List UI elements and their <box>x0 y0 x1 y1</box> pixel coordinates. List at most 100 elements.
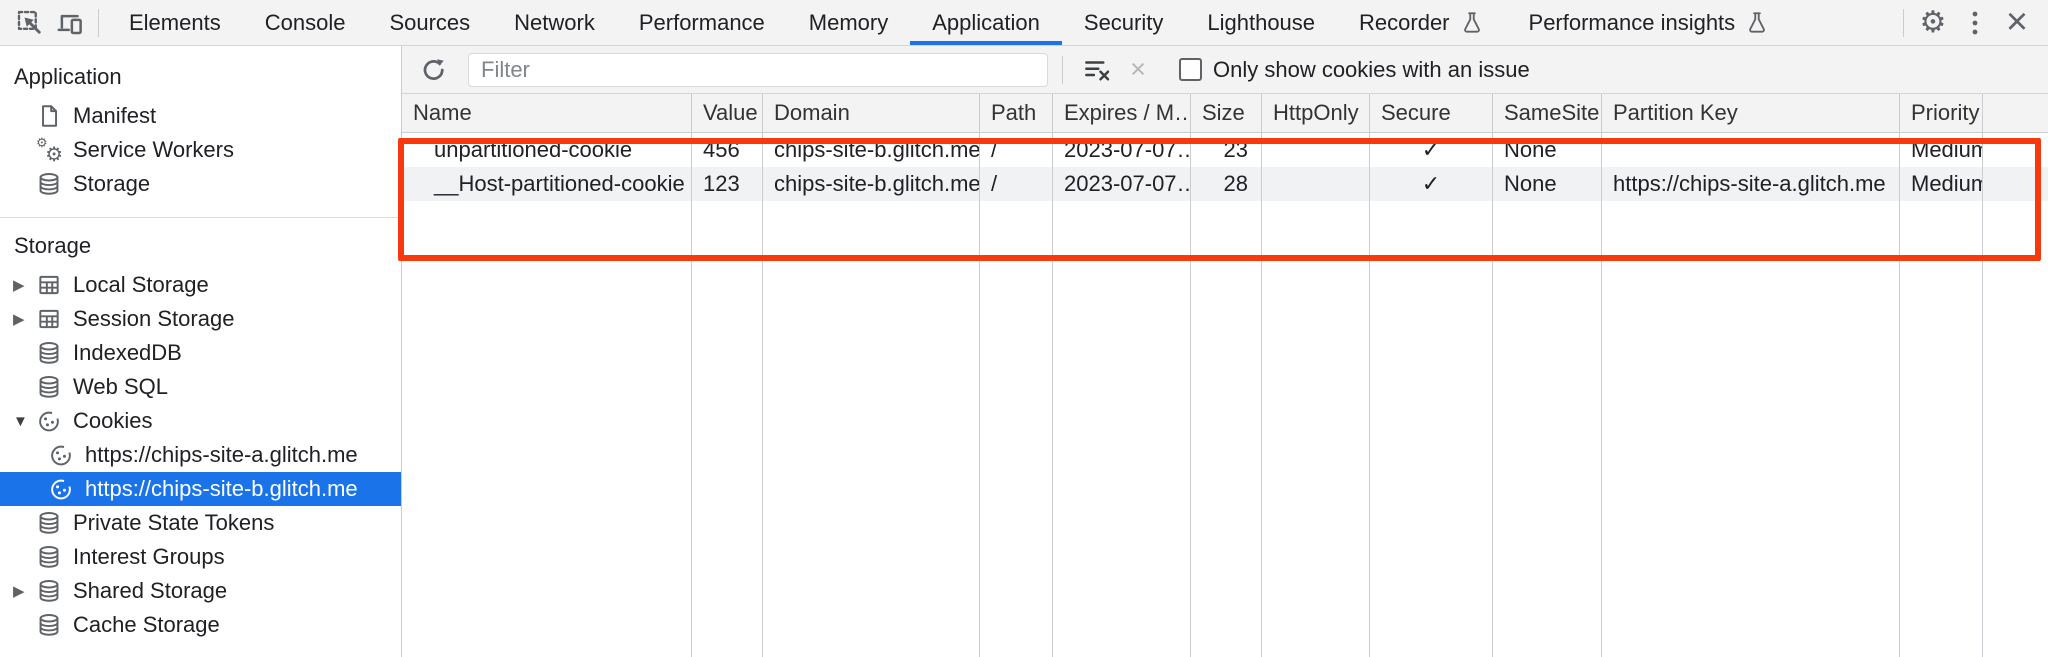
tab-label: Security <box>1083 9 1164 35</box>
sidebar-item-manifest[interactable]: Manifest <box>0 99 401 133</box>
column-header-expires[interactable]: Expires / M… <box>1053 94 1191 132</box>
sidebar-item-interest-groups[interactable]: Interest Groups <box>0 540 401 574</box>
cell-partition-key[interactable] <box>1602 133 1900 167</box>
column-header-httponly[interactable]: HttpOnly <box>1262 94 1370 132</box>
sidebar-item-session-storage[interactable]: ▶ Session Storage <box>0 302 401 336</box>
cookies-table: Name Value Domain Path Expires / M… Size… <box>398 94 2048 657</box>
tab-performance-insights[interactable]: Performance insights <box>1507 0 1793 45</box>
cell-name[interactable]: unpartitioned-cookie <box>402 133 692 167</box>
cell-partition-key[interactable]: https://chips-site-a.glitch.me <box>1602 167 1900 201</box>
cell-samesite[interactable]: None <box>1493 167 1602 201</box>
column-header-priority[interactable]: Priority <box>1900 94 1983 132</box>
tab-security[interactable]: Security <box>1062 0 1185 45</box>
tab-network[interactable]: Network <box>492 0 617 45</box>
cell-secure[interactable]: ✓ <box>1370 133 1493 167</box>
more-options-button[interactable] <box>1954 2 1996 44</box>
cell-name[interactable]: __Host-partitioned-cookie <box>402 167 692 201</box>
sidebar-item-local-storage[interactable]: ▶ Local Storage <box>0 268 401 302</box>
toggle-device-toolbar-button[interactable] <box>50 3 90 43</box>
tab-application[interactable]: Application <box>910 0 1062 45</box>
sidebar-section-divider <box>0 217 401 218</box>
sidebar-section-storage: Storage <box>0 227 401 265</box>
tab-elements[interactable]: Elements <box>107 0 243 45</box>
chevron-right-icon[interactable]: ▶ <box>13 583 25 600</box>
sidebar-item-label: https://chips-site-b.glitch.me <box>85 476 358 501</box>
column-header-size[interactable]: Size <box>1191 94 1262 132</box>
cell-domain[interactable]: chips-site-b.glitch.me <box>763 167 980 201</box>
chevron-down-icon[interactable]: ▼ <box>13 412 28 430</box>
table-icon <box>36 306 62 332</box>
column-header-name[interactable]: Name <box>402 94 692 132</box>
tab-label: Elements <box>129 9 221 35</box>
cell-expires[interactable]: 2023-07-07… <box>1053 167 1191 201</box>
cell-value[interactable]: 456 <box>692 133 763 167</box>
cell-expires[interactable]: 2023-07-07… <box>1053 133 1191 167</box>
cell-value[interactable]: 123 <box>692 167 763 201</box>
cell-domain[interactable]: chips-site-b.glitch.me <box>763 133 980 167</box>
sidebar-item-storage[interactable]: Storage <box>0 167 401 201</box>
sidebar-item-cookies-chips-site-b[interactable]: https://chips-site-b.glitch.me <box>0 472 401 506</box>
clear-filter-button[interactable] <box>1077 50 1117 90</box>
sidebar-item-service-workers[interactable]: ⚙⚙ Service Workers <box>0 133 401 167</box>
tab-memory[interactable]: Memory <box>787 0 910 45</box>
cookie-row-unpartitioned[interactable]: unpartitioned-cookie 456 chips-site-b.gl… <box>402 133 2048 167</box>
section-title: Storage <box>14 233 92 258</box>
column-header-path[interactable]: Path <box>980 94 1053 132</box>
tab-label: Console <box>264 9 346 35</box>
tab-recorder[interactable]: Recorder <box>1337 0 1506 45</box>
column-header-secure[interactable]: Secure <box>1370 94 1493 132</box>
tabbar-right-controls: ⚙ × <box>1895 1 2048 44</box>
tab-label: Network <box>514 9 595 35</box>
tab-console[interactable]: Console <box>243 0 368 45</box>
cookie-icon <box>48 442 74 468</box>
column-header-partition-key[interactable]: Partition Key <box>1602 94 1900 132</box>
only-show-issue-label[interactable]: Only show cookies with an issue <box>1213 56 1530 82</box>
cookie-row-host-partitioned[interactable]: __Host-partitioned-cookie 123 chips-site… <box>402 167 2048 201</box>
sidebar-item-private-state-tokens[interactable]: Private State Tokens <box>0 506 401 540</box>
sidebar-item-web-sql[interactable]: Web SQL <box>0 370 401 404</box>
sidebar-item-cookies-chips-site-a[interactable]: https://chips-site-a.glitch.me <box>0 438 401 472</box>
cell-path[interactable]: / <box>980 133 1053 167</box>
tab-sources[interactable]: Sources <box>367 0 492 45</box>
cell-path[interactable]: / <box>980 167 1053 201</box>
database-icon <box>36 612 62 638</box>
only-show-issue-checkbox[interactable] <box>1179 58 1202 81</box>
cell-httponly[interactable] <box>1262 133 1370 167</box>
tab-label: Performance insights <box>1528 9 1736 35</box>
cell-samesite[interactable]: None <box>1493 133 1602 167</box>
clear-icon[interactable]: × <box>1130 54 1146 84</box>
chevron-right-icon[interactable]: ▶ <box>13 311 25 328</box>
cell-priority[interactable]: Medium <box>1900 167 1983 201</box>
settings-gear-button[interactable]: ⚙ <box>1912 2 1954 44</box>
column-header-samesite[interactable]: SameSite <box>1493 94 1602 132</box>
tab-performance[interactable]: Performance <box>617 0 787 45</box>
toolbar-divider <box>1062 55 1063 84</box>
cookie-icon <box>48 476 74 502</box>
devtools-tabbar: Elements Console Sources Network Perform… <box>0 0 2048 46</box>
filter-input[interactable] <box>468 52 1048 87</box>
application-sidebar: Application Manifest ⚙⚙ Service Workers <box>0 46 402 657</box>
column-header-value[interactable]: Value <box>692 94 763 132</box>
service-workers-icon: ⚙⚙ <box>36 135 63 166</box>
inspect-element-button[interactable] <box>10 3 50 43</box>
refresh-button[interactable] <box>414 50 454 90</box>
chevron-right-icon[interactable]: ▶ <box>13 277 25 294</box>
cell-priority[interactable]: Medium <box>1900 133 1983 167</box>
sidebar-item-shared-storage[interactable]: ▶ Shared Storage <box>0 574 401 608</box>
cell-size[interactable]: 28 <box>1191 167 1262 201</box>
sidebar-item-cookies[interactable]: ▼ Cookies <box>0 404 401 438</box>
sidebar-item-label: Storage <box>73 171 151 196</box>
sidebar-item-indexeddb[interactable]: IndexedDB <box>0 336 401 370</box>
cell-size[interactable]: 23 <box>1191 133 1262 167</box>
column-header-domain[interactable]: Domain <box>763 94 980 132</box>
database-icon <box>36 544 62 570</box>
tab-lighthouse[interactable]: Lighthouse <box>1185 0 1337 45</box>
sidebar-item-label: Cookies <box>73 408 153 433</box>
sidebar-item-cache-storage[interactable]: Cache Storage <box>0 608 401 642</box>
cell-httponly[interactable] <box>1262 167 1370 201</box>
close-devtools-button[interactable]: × <box>1996 1 2038 44</box>
sidebar-item-label: Session Storage <box>73 306 235 331</box>
cell-filler <box>1983 133 2048 167</box>
cell-secure[interactable]: ✓ <box>1370 167 1493 201</box>
